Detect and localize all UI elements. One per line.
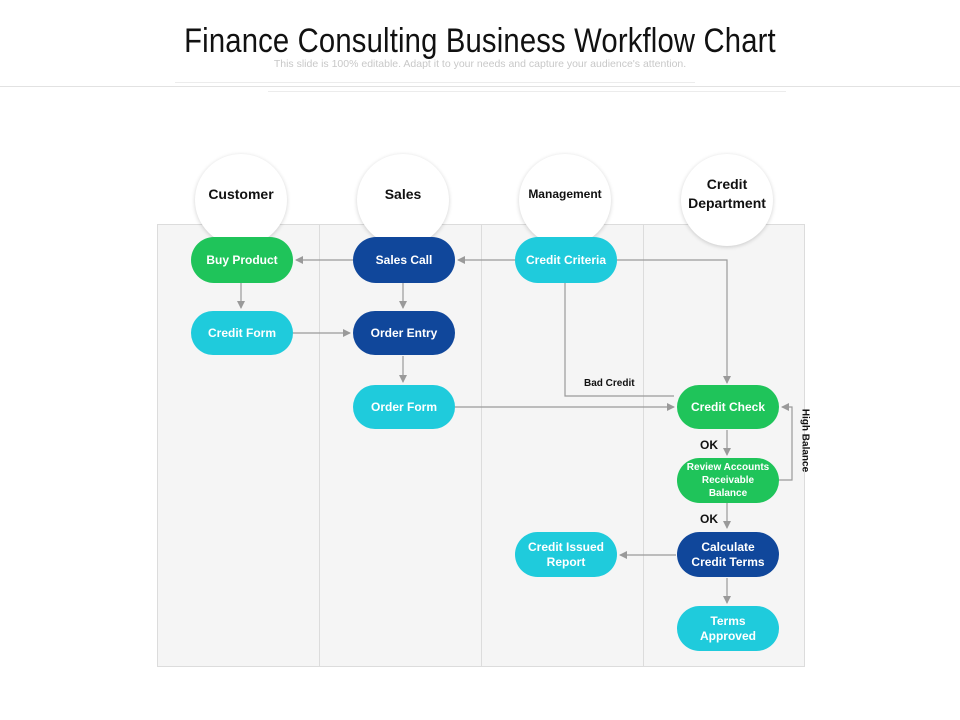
node-credit-issued-report: Credit Issued Report [515, 532, 617, 577]
node-label: Terms Approved [699, 613, 756, 643]
edge-label-ok: OK [700, 512, 718, 526]
lane-label: Credit Department [688, 176, 766, 211]
node-label: Sales Call [375, 252, 433, 267]
node-label: Order Entry [370, 325, 438, 340]
node-credit-form: Credit Form [191, 311, 293, 355]
arrow-badcredit [564, 283, 674, 397]
node-label: Credit Form [207, 325, 276, 340]
header-divider [0, 86, 960, 87]
lane-header-management: Management [519, 154, 611, 246]
node-calculate-credit-terms: Calculate Credit Terms [677, 532, 779, 577]
node-label: Calculate Credit Terms [691, 539, 765, 569]
page-title: Finance Consulting Business Workflow Cha… [184, 22, 776, 60]
edge-label-high-balance: High Balance [799, 408, 811, 473]
node-credit-check: Credit Check [677, 385, 779, 429]
title-underline [175, 82, 695, 83]
page-subtitle: This slide is 100% editable. Adapt it to… [273, 58, 687, 70]
edge-label-ok: OK [700, 438, 718, 452]
node-label: Order Form [370, 399, 437, 414]
node-label: Review Accounts Receivable Balance [686, 462, 770, 499]
lane-label: Management [528, 186, 602, 201]
node-credit-criteria: Credit Criteria [515, 237, 617, 283]
lane-divider [643, 224, 644, 667]
node-order-form: Order Form [353, 385, 455, 429]
node-order-entry: Order Entry [353, 311, 455, 355]
node-terms-approved: Terms Approved [677, 606, 779, 651]
lane-divider [319, 224, 320, 667]
lane-header-credit-department: Credit Department [681, 154, 773, 246]
subtitle-underline [268, 91, 786, 92]
lane-label: Sales [384, 185, 422, 202]
node-label: Credit Criteria [525, 252, 607, 267]
node-buy-product: Buy Product [191, 237, 293, 283]
lane-header-customer: Customer [195, 154, 287, 246]
node-sales-call: Sales Call [353, 237, 455, 283]
node-review-accounts: Review Accounts Receivable Balance [677, 458, 779, 503]
lane-header-sales: Sales [357, 154, 449, 246]
node-label: Buy Product [206, 252, 278, 267]
arrow-criteria-to-creditcheck [617, 259, 731, 384]
lane-divider [481, 224, 482, 667]
node-label: Credit Check [690, 399, 766, 414]
arrow-highbalance [779, 403, 793, 481]
lane-label: Customer [208, 185, 274, 202]
edge-label-bad-credit: Bad Credit [584, 378, 635, 389]
node-label: Credit Issued Report [527, 539, 605, 569]
